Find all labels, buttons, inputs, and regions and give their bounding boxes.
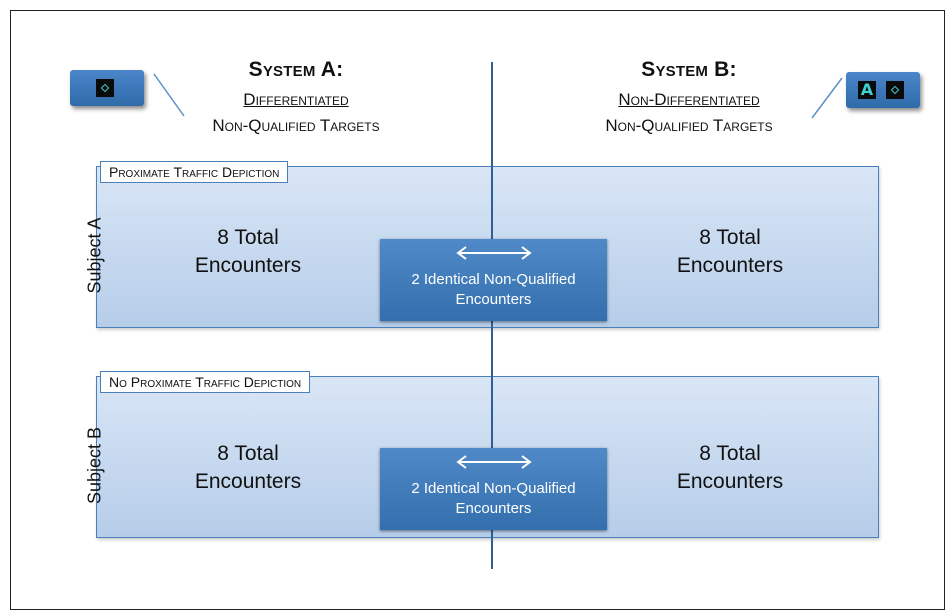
system-b-subtitle-2: Non-Qualified Targets [605,116,773,135]
double-arrow-icon [456,455,532,469]
subject-a-label: Subject A [84,217,105,294]
system-a-title: System A: [248,58,344,81]
diamond-icon [886,81,904,99]
double-arrow-icon [456,246,532,260]
system-b-icon-box: A [846,72,920,108]
system-a-connector-line [153,73,185,117]
system-b-subtitle-1: Non-Differentiated [618,90,760,109]
letter-a-icon: A [858,81,876,99]
condition-tag-proximate: Proximate Traffic Depiction [100,161,289,183]
subject-b-label: Subject B [84,426,105,505]
diamond-icon [96,79,114,97]
system-a-icon-box [70,70,144,106]
system-b-title: System B: [641,58,737,81]
system-a-subtitle-1: Differentiated [243,90,349,109]
condition-tag-no-proximate: No Proximate Traffic Depiction [100,371,311,393]
system-b-connector-line [811,77,843,119]
system-a-subtitle-2: Non-Qualified Targets [212,116,380,135]
